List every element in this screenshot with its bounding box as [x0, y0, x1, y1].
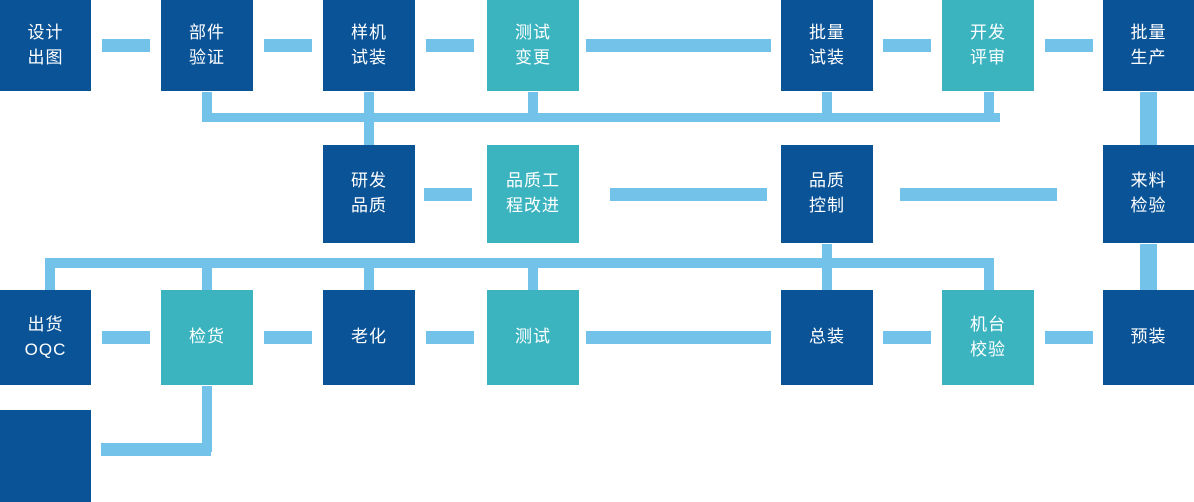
node-label: 总装 — [809, 327, 845, 347]
conn-inspection-to-warehouse-vertical — [202, 386, 212, 452]
node-final-assembly[interactable]: 总装 — [781, 290, 873, 385]
conn-inspection-to-aging — [264, 331, 312, 344]
conn-inspection-to-warehouse-horizontal — [101, 443, 211, 456]
node-prototype-assembly[interactable]: 样机 试装 — [323, 0, 415, 91]
node-machine-calibration[interactable]: 机台 校验 — [942, 290, 1034, 385]
node-label: 批量 生产 — [1130, 22, 1167, 67]
node-label: 样机 试装 — [351, 22, 387, 67]
node-label: 研发 品质 — [351, 171, 387, 215]
conn-bus-stub-batch-trial — [822, 92, 832, 121]
node-label: 测试 — [515, 327, 551, 347]
conn-quality-bus — [202, 113, 1000, 122]
conn-production-to-incoming — [1140, 92, 1157, 145]
node-goods-inspection[interactable]: 检货 — [161, 290, 253, 385]
conn-part-to-prototype — [264, 39, 312, 52]
node-label: 品质 控制 — [809, 171, 845, 215]
node-label: 预装 — [1130, 327, 1167, 347]
node-label: 品质工 程改进 — [506, 171, 560, 215]
node-label: 部件 验证 — [189, 22, 225, 67]
node-pre-assembly[interactable]: 预装 — [1103, 290, 1194, 385]
node-warehouse-shipping[interactable] — [0, 410, 91, 502]
conn-qc-to-incoming — [900, 188, 1057, 201]
node-quality-control[interactable]: 品质 控制 — [781, 145, 873, 243]
conn-testing-to-assembly — [586, 331, 771, 344]
node-part-verification[interactable]: 部件 验证 — [161, 0, 253, 91]
conn-bus-stub-machine-calibration — [984, 258, 994, 290]
node-label: 机台 校验 — [970, 314, 1006, 359]
node-batch-production[interactable]: 批量 生产 — [1103, 0, 1194, 91]
node-testing[interactable]: 测试 — [487, 290, 579, 385]
node-label: 来料 检验 — [1130, 171, 1167, 215]
conn-prototype-to-test — [426, 39, 474, 52]
conn-rdquality-to-qe — [424, 188, 472, 201]
node-label: 检货 — [189, 327, 225, 347]
conn-test-to-batchtrial — [586, 39, 771, 52]
node-label: 老化 — [351, 327, 387, 347]
node-test-change[interactable]: 测试 变更 — [487, 0, 579, 91]
conn-assembly-bus — [45, 258, 993, 268]
node-label: 批量 试装 — [809, 22, 845, 67]
conn-machine-to-preassembly — [1045, 331, 1093, 344]
node-batch-trial[interactable]: 批量 试装 — [781, 0, 873, 91]
node-label: 出货 OQC — [24, 314, 67, 359]
conn-bus-stub-test-change — [528, 92, 538, 121]
node-rd-quality[interactable]: 研发 品质 — [323, 145, 415, 243]
conn-bus-stub-aging — [364, 258, 374, 290]
conn-incoming-to-preassembly — [1140, 244, 1157, 290]
conn-bus-stub-quality-control — [822, 244, 832, 290]
conn-aging-to-testing — [426, 331, 474, 344]
node-aging[interactable]: 老化 — [323, 290, 415, 385]
conn-bus-stub-part-verification — [202, 92, 212, 121]
node-label: 测试 变更 — [515, 22, 551, 67]
node-incoming-inspection[interactable]: 来料 检验 — [1103, 145, 1194, 243]
node-shipping-oqc[interactable]: 出货 OQC — [0, 290, 91, 385]
conn-oqc-to-inspection — [102, 331, 150, 344]
conn-bus-stub-goods-inspection — [202, 258, 212, 290]
conn-design-to-part — [102, 39, 150, 52]
conn-bus-stub-shipping-oqc — [45, 258, 55, 290]
node-design-drawing[interactable]: 设计 出图 — [0, 0, 91, 91]
conn-review-to-production — [1045, 39, 1093, 52]
node-quality-engineering[interactable]: 品质工 程改进 — [487, 145, 579, 243]
node-label: 设计 出图 — [27, 22, 64, 67]
node-development-review[interactable]: 开发 评审 — [942, 0, 1034, 91]
conn-assembly-to-machine — [883, 331, 931, 344]
conn-bus-stub-testing — [528, 258, 538, 290]
node-label: 开发 评审 — [970, 22, 1006, 67]
conn-batchtrial-to-review — [883, 39, 931, 52]
conn-qe-to-qc — [610, 188, 767, 201]
conn-bus-stub-development-review — [984, 92, 994, 121]
